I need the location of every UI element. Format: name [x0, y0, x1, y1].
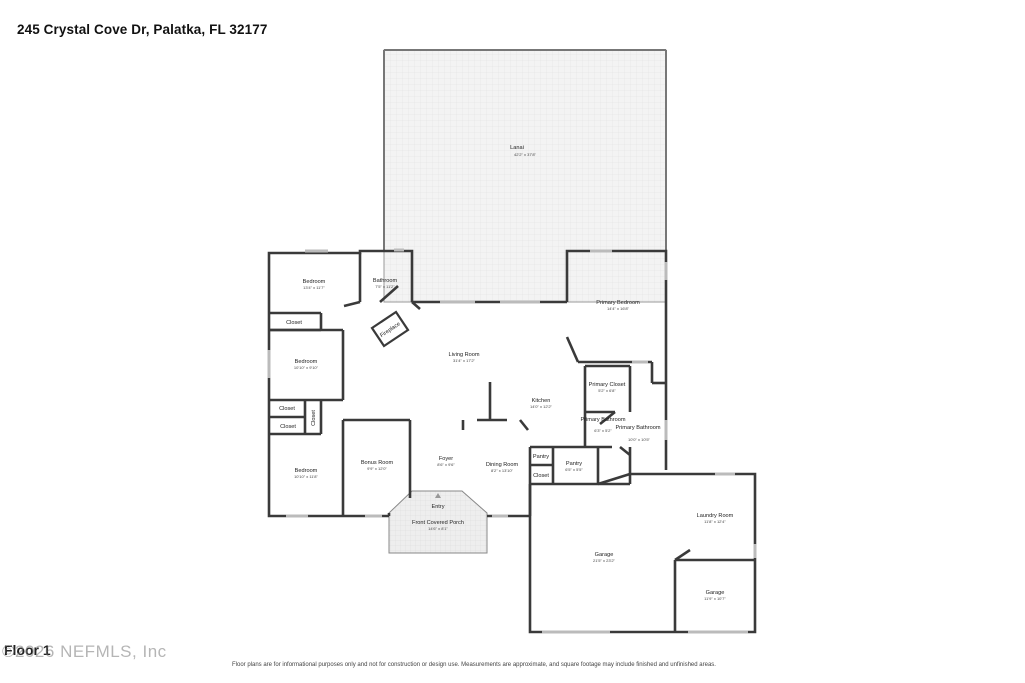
- living-room-dims: 31'4" x 17'2": [453, 358, 476, 363]
- garage-main-label: Garage: [595, 552, 614, 558]
- watermark: ©2026 NEFMLS, Inc: [2, 642, 167, 661]
- closet4-label: Closet: [280, 424, 296, 430]
- dining-room-dims: 8'2" x 13'10": [491, 468, 514, 473]
- front-porch-dims: 14'6" x 8'1": [428, 526, 448, 531]
- entry-arrow-icon: [435, 493, 441, 498]
- room-labels: Lanai 42'2" x 37'8" Bedroom 13'4" x 11'7…: [279, 145, 734, 601]
- entry-label: Entry: [431, 504, 444, 510]
- garage-small-dims: 11'9" x 10'7": [704, 596, 726, 601]
- closet5-label: Closet: [533, 473, 549, 479]
- foyer-dims: 8'6" x 9'6": [437, 462, 455, 467]
- bedroom1-dims: 13'4" x 11'7": [303, 285, 325, 290]
- walls: [267, 249, 757, 634]
- pantry2-dims: 6'5" x 5'5": [565, 467, 583, 472]
- laundry-room-dims: 11'8" x 12'4": [704, 519, 726, 524]
- primary-closet-label: Primary Closet: [589, 382, 626, 388]
- kitchen-dims: 14'0" x 12'2": [530, 404, 553, 409]
- dining-room-label: Dining Room: [486, 462, 519, 468]
- bedroom3-label: Bedroom: [295, 468, 318, 474]
- address-title: 245 Crystal Cove Dr, Palatka, FL 32177: [17, 22, 268, 37]
- bedroom1-label: Bedroom: [303, 279, 326, 285]
- bathroom-dims: 7'5" x 11'2": [375, 284, 395, 289]
- kitchen-label: Kitchen: [532, 398, 551, 404]
- garage-main-dims: 21'5" x 23'2": [593, 558, 616, 563]
- laundry-room-label: Laundry Room: [697, 513, 734, 519]
- front-porch-label: Front Covered Porch: [412, 520, 464, 526]
- bedroom3-dims: 10'10" x 11'8": [294, 474, 318, 479]
- primary-bathroom-label: Primary Bathroom: [615, 425, 660, 431]
- foyer-label: Foyer: [439, 456, 453, 462]
- primary-bathroom-small-label: Primary Bathroom: [580, 417, 625, 423]
- primary-closet-dims: 5'2" x 6'8": [598, 388, 616, 393]
- floor-label: Floor 1: [4, 642, 51, 658]
- living-room-label: Living Room: [448, 352, 479, 358]
- pantry1-label: Pantry: [533, 454, 549, 460]
- closet1-label: Closet: [286, 320, 302, 326]
- garage-small-label: Garage: [706, 590, 725, 596]
- closet3-label: Closet: [311, 410, 317, 426]
- pantry2-label: Pantry: [566, 461, 582, 467]
- bonus-room-dims: 9'9" x 12'0": [367, 466, 387, 471]
- primary-bedroom-label: Primary Bedroom: [596, 300, 640, 306]
- primary-bathroom-small-dims: 6'3" x 5'2": [594, 428, 612, 433]
- disclaimer: Floor plans are for informational purpos…: [232, 662, 716, 668]
- windows: [267, 248, 757, 634]
- lanai-dims: 42'2" x 37'8": [514, 152, 537, 157]
- primary-bathroom-dims: 10'0" x 10'5": [628, 437, 651, 442]
- lanai-area: [383, 49, 667, 303]
- bathroom-label: Bathroom: [373, 278, 398, 284]
- lanai-label: Lanai: [510, 145, 524, 151]
- front-porch-area: [388, 490, 488, 554]
- bedroom2-dims: 10'10" x 9'10": [294, 365, 319, 370]
- bonus-room-label: Bonus Room: [361, 460, 394, 466]
- primary-bedroom-dims: 14'4" x 16'8": [607, 306, 630, 311]
- closet2-label: Closet: [279, 406, 295, 412]
- bedroom2-label: Bedroom: [295, 359, 318, 365]
